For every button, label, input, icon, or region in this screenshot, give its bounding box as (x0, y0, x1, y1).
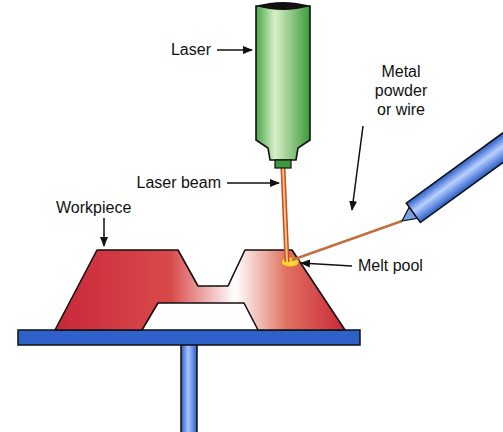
label-feed: Metal powder or wire (366, 62, 436, 119)
wire-feed (292, 221, 402, 260)
laser-beam (283, 168, 287, 262)
feed-tube (395, 125, 503, 231)
laser-nozzle (275, 160, 291, 168)
leader-line (301, 263, 352, 266)
leader-line (217, 49, 252, 51)
leader-line (103, 218, 105, 246)
leader-line (352, 126, 363, 210)
laser-top (256, 2, 310, 10)
laser-beam-core (283, 168, 287, 262)
label-laser: Laser (171, 40, 211, 59)
laser-head (256, 6, 310, 160)
workpiece (55, 250, 345, 330)
label-beam: Laser beam (137, 173, 222, 192)
label-melt-pool: Melt pool (358, 256, 423, 275)
label-workpiece: Workpiece (56, 198, 131, 217)
leader-line (227, 182, 279, 184)
shaft (181, 344, 197, 432)
base-plate (18, 330, 360, 345)
